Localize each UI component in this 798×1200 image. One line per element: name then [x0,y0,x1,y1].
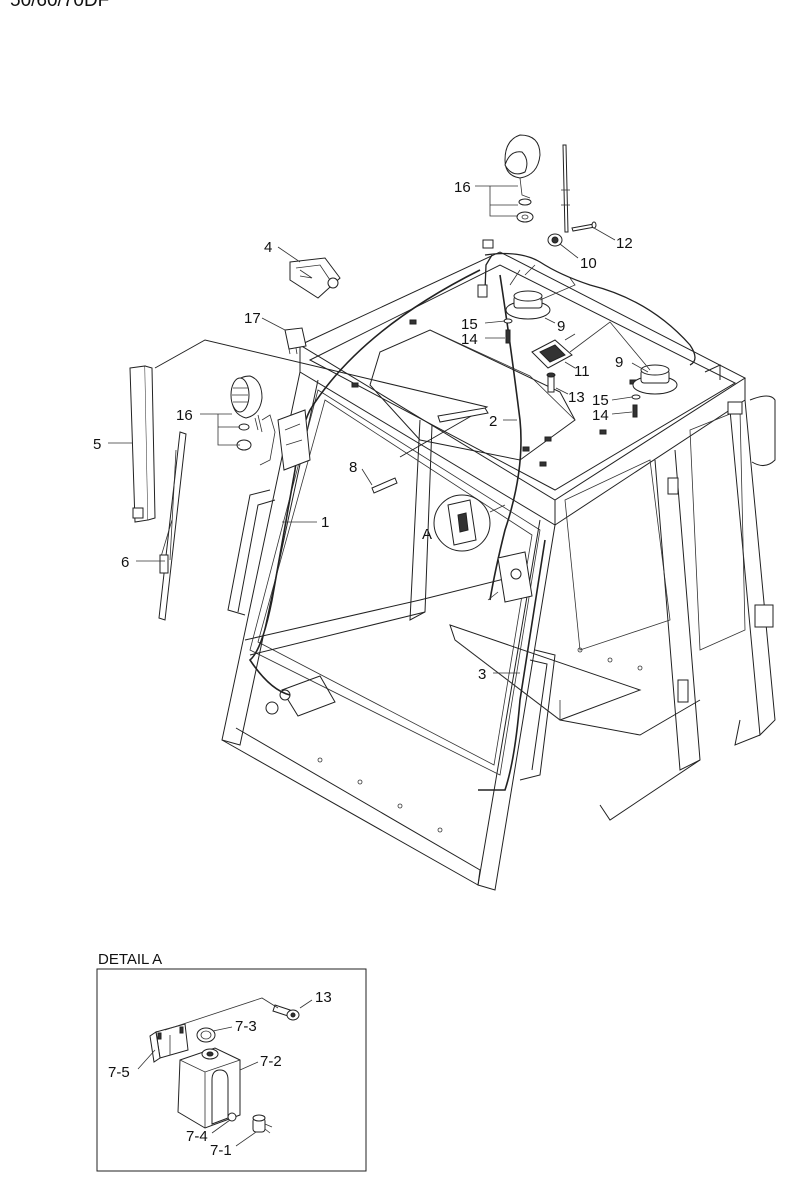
roof-wire [477,239,696,366]
callout-9-left: 9 [557,318,565,335]
washer-15-right [631,394,641,400]
screw-12 [571,221,597,232]
cab-frame [221,251,776,891]
callout-12: 12 [616,235,633,252]
detail-callout-13: 13 [315,989,332,1006]
model-header: 50/60/70DF [10,0,109,11]
cap-ring-7-3 [196,1027,216,1043]
callout-10: 10 [580,255,597,272]
lamp-mount-plate [277,409,311,471]
detail-leader-72 [239,1061,259,1071]
speaker-9-left [505,290,551,320]
detail-marker-label: A [422,526,432,543]
detail-callout-7-2: 7-2 [260,1053,282,1070]
callout-1: 1 [321,514,329,531]
detail-leader-bolt [164,997,279,1031]
washer-15-left [503,318,513,324]
detail-leader-71 [235,1131,257,1147]
dome-leader [569,321,651,371]
callout-15-right: 15 [592,392,609,409]
callout-14-right: 14 [592,407,609,424]
roof-leaders [509,264,576,301]
callout-6: 6 [121,554,129,571]
bolt-14-left [505,329,511,344]
work-lamp-top [504,134,541,223]
callout-3: 3 [478,666,486,683]
callout-4: 4 [264,239,272,256]
work-lamp-side [230,375,263,451]
callout-2: 2 [489,413,497,430]
wiper-link [154,339,489,458]
wiper-blade-6 [158,431,187,621]
bracket-7-5 [149,1023,189,1063]
callout-8: 8 [349,459,357,476]
pin-8 [371,477,398,494]
detail-callout-7-4: 7-4 [186,1128,208,1145]
wire-harness-2 [489,274,522,601]
wire-harness-3 [478,539,546,791]
callout-leaders [108,185,649,674]
detail-callout-7-5: 7-5 [108,1064,130,1081]
detail-a-panel: DETAIL A [96,951,367,1172]
bolt-13 [546,372,556,393]
fitting-7-4 [227,1112,237,1122]
callout-15-left: 15 [461,316,478,333]
antenna-10 [547,144,570,247]
callout-14-left: 14 [461,331,478,348]
speaker-9-right [632,364,678,395]
bolt-14-right [632,404,638,418]
callout-16-side: 16 [176,407,193,424]
pump-7-1 [252,1114,273,1134]
detail-leader-75 [137,1049,156,1070]
detail-leader-74 [211,1119,231,1134]
detail-a-marker [433,494,506,552]
callout-5: 5 [93,436,101,453]
detail-leader-73 [212,1026,233,1032]
detail-callout-7-3: 7-3 [235,1018,257,1035]
washer-mount-bracket [487,551,533,603]
callout-16-top: 16 [454,179,471,196]
detail-leader-13 [299,999,313,1009]
wiper-arm-5 [129,365,156,523]
lamp-mount-leader [259,414,276,466]
relay-17 [284,327,307,355]
callout-11: 11 [574,363,590,380]
rear-bracket-4 [289,257,341,299]
callout-17: 17 [244,310,261,327]
callout-13: 13 [568,389,585,406]
callout-9-right: 9 [615,354,623,371]
detail-a-title: DETAIL A [98,951,162,968]
dome-lamp-11 [531,333,576,369]
washer-tank-7-2 [177,1047,241,1129]
detail-callout-7-1: 7-1 [210,1142,232,1159]
